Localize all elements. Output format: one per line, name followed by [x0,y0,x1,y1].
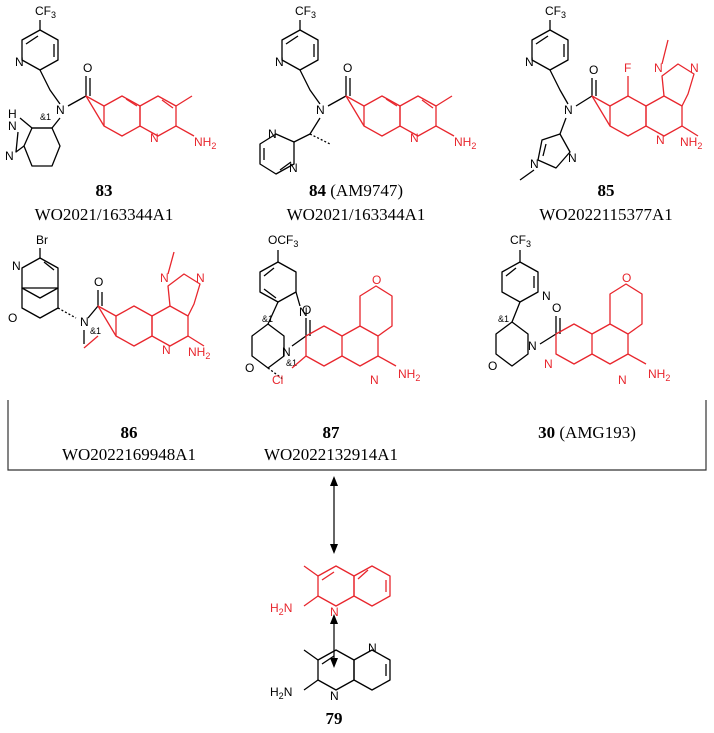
h2n-79: H2N [270,685,292,701]
structure-84: CF3 N N O N N N NH2 [259,4,476,175]
structure-87: OCF3 N &1 O N &1 O O Cl N NH2 [245,233,420,387]
group-bracket [7,400,707,471]
pyridine-n-87: N [299,305,308,319]
amide-n-86: N [80,315,89,329]
stereo-87b: &1 [286,358,297,368]
amide-n-84: N [316,103,325,117]
patent-87: WO2022132914A1 [264,445,398,464]
furan-o-30: O [622,271,631,285]
compound-number-85: 85 [598,181,615,200]
cf3-label-30: CF3 [510,233,531,249]
pyran-o-86: O [8,311,17,325]
naphthyridine-n2-79: N [330,689,339,703]
patent-85: WO2022115377A1 [539,205,672,224]
double-arrow-upper [330,476,338,554]
patent-84: WO2021/163344A1 [287,205,426,224]
pyrazole-n2-85: N [568,151,577,165]
quinoline-n-83: N [150,131,159,145]
carbonyl-o-84: O [343,61,352,75]
pyridine-n-85: N [525,55,534,69]
compound-number-84: 84 (AM9747) [309,181,403,200]
compound-number-30: 30 (AMG193) [538,423,636,442]
pyridine-n-30: N [542,289,551,303]
structure-83: CF3 N N O H N N &1 N NH2 [5,4,216,167]
carbonyl-o-85: O [589,63,598,77]
double-arrow-lower [330,614,338,668]
ocf3-label-87: OCF3 [268,233,298,249]
amide-n-85: N [564,103,573,117]
stereo-86: &1 [90,326,101,336]
pyridine-n-86: N [12,259,21,273]
pyrimidine-n2-84: N [289,161,298,175]
nh2-86: NH2 [188,345,210,361]
compound-number-86: 86 [121,423,138,442]
cf3-label-83: CF3 [35,4,56,20]
stereo-83: &1 [40,112,51,122]
structure-30: CF3 N &1 O N O O N N NH2 [488,233,670,387]
carbonyl-o-30: O [552,301,561,315]
morpholine-n-30: N [528,339,537,353]
pyridine-red-n-30: N [544,357,553,371]
chloro-87: Cl [272,373,283,387]
carbonyl-o-87: O [302,303,311,317]
pyridine-n-83: N [15,55,24,69]
amide-n-83: N [56,103,65,117]
nh2-85: NH2 [680,135,702,151]
nh2-84: NH2 [454,135,476,151]
compound-number-83: 83 [96,181,113,200]
quinoline-n-86: N [162,343,171,357]
stereo-30: &1 [498,314,509,324]
carbonyl-o-86: O [94,275,103,289]
morpholine-n-87: N [282,345,291,359]
pyrimidine-n1-84: N [268,127,277,141]
stereo-87a: &1 [262,314,273,324]
quinoline-n-84: N [410,131,419,145]
bromo-86: Br [36,233,48,247]
structure-86: Br N O N &1 O N N N NH2 [8,233,210,361]
indazole-n2-83: N [5,149,14,163]
quinoline-n-85: N [656,133,665,147]
nh2-87: NH2 [398,367,420,383]
morpholine-o-30: O [488,359,497,373]
structure-aminoquinoline: H2N N [270,565,391,619]
nh2-30: NH2 [648,367,670,383]
morpholine-o-87: O [245,361,254,375]
pyrazole-red-n2-85: N [690,61,699,75]
structure-85: CF3 N N O N N F N N N NH2 [519,4,702,181]
cf3-label-85: CF3 [545,4,566,20]
naphthyridine-n1-79: N [368,641,377,655]
structure-79: H2N N N [270,641,391,703]
h2n-quinoline: H2N [270,601,292,617]
compound-number-79: 79 [326,709,343,728]
cf3-label-84: CF3 [295,4,316,20]
pyrazole-red-n1-85: N [654,61,663,75]
patent-86: WO2022169948A1 [62,445,196,464]
pyrazole-red-n2-86: N [196,271,205,285]
patent-83: WO2021/163344A1 [35,205,174,224]
carbonyl-o-83: O [83,61,92,75]
furan-o-87: O [372,273,381,287]
pyridine-n-84: N [275,55,284,69]
quinoline-n-mid: N [330,605,339,619]
pyrazole-red-n1-86: N [160,271,169,285]
indazole-nh-83: H [8,107,17,121]
fluoro-85: F [624,61,631,75]
indazole-n1-83: N [8,119,17,133]
pyrazole-n1-85: N [530,157,539,171]
quinoline-n-30: N [618,373,627,387]
quinoline-n-87: N [370,373,379,387]
compound-number-87: 87 [323,423,341,442]
nh2-83: NH2 [194,135,216,151]
